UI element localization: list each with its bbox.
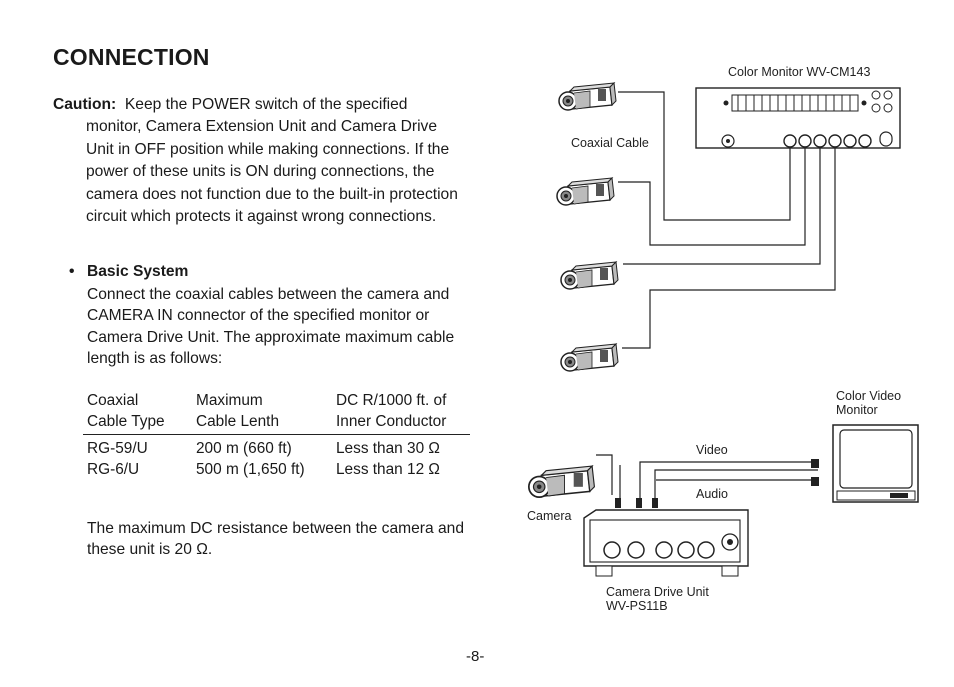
basic-system-text: Connect the coaxial cables between the c… — [87, 286, 455, 368]
camera-4-icon — [560, 343, 619, 372]
video-audio-lines — [619, 461, 818, 506]
connection-diagram: Color Monitor WV-CM143 Coaxial Cable Col… — [527, 65, 919, 613]
camera-1-icon — [558, 82, 617, 111]
coaxial-cable-label: Coaxial Cable — [571, 136, 649, 150]
table-cell: RG-6/U — [87, 461, 140, 478]
camera-3-icon — [560, 261, 619, 290]
coaxial-cable-lines — [618, 91, 836, 349]
color-monitor-unit — [695, 87, 901, 149]
table-row: RG-59/U 200 m (660 ft) Less than 30 Ω — [83, 435, 470, 460]
color-video-monitor-label-1: Color Video — [836, 389, 901, 403]
basic-system-heading: • Basic System — [69, 263, 188, 281]
drive-unit-label-2: WV-PS11B — [606, 599, 668, 613]
camera-drive-unit — [583, 509, 749, 577]
table-row: RG-6/U 500 m (1,650 ft) Less than 12 Ω — [83, 459, 470, 480]
caution-label: Caution: — [53, 96, 117, 113]
camera-drive-icon — [527, 465, 596, 499]
table-cell: 500 m (1,650 ft) — [196, 461, 305, 478]
drive-unit-label-1: Camera Drive Unit — [606, 585, 709, 599]
camera-2-icon — [556, 177, 615, 206]
basic-system-title: Basic System — [87, 263, 189, 280]
caution-paragraph: Caution: Keep the POWER switch of the sp… — [53, 94, 465, 228]
table-cell: RG-59/U — [87, 440, 148, 457]
camera-label: Camera — [527, 509, 572, 523]
table-cell: 200 m (660 ft) — [196, 440, 292, 457]
video-label: Video — [696, 443, 728, 457]
page-number: -8- — [466, 648, 485, 665]
closing-paragraph: The maximum DC resistance between the ca… — [87, 520, 465, 559]
color-video-monitor-label-2: Monitor — [836, 403, 878, 417]
color-monitor-label: Color Monitor WV-CM143 — [728, 65, 870, 79]
color-video-monitor — [832, 424, 919, 503]
audio-label: Audio — [696, 487, 728, 501]
caution-line1: Keep the POWER switch of the specified — [124, 96, 408, 113]
table-cell: Less than 12 Ω — [336, 461, 440, 478]
table-cell: Less than 30 Ω — [336, 440, 440, 457]
caution-text: monitor, Camera Extension Unit and Camer… — [86, 118, 458, 226]
page-title: CONNECTION — [53, 44, 210, 70]
bullet-icon: • — [69, 263, 75, 280]
